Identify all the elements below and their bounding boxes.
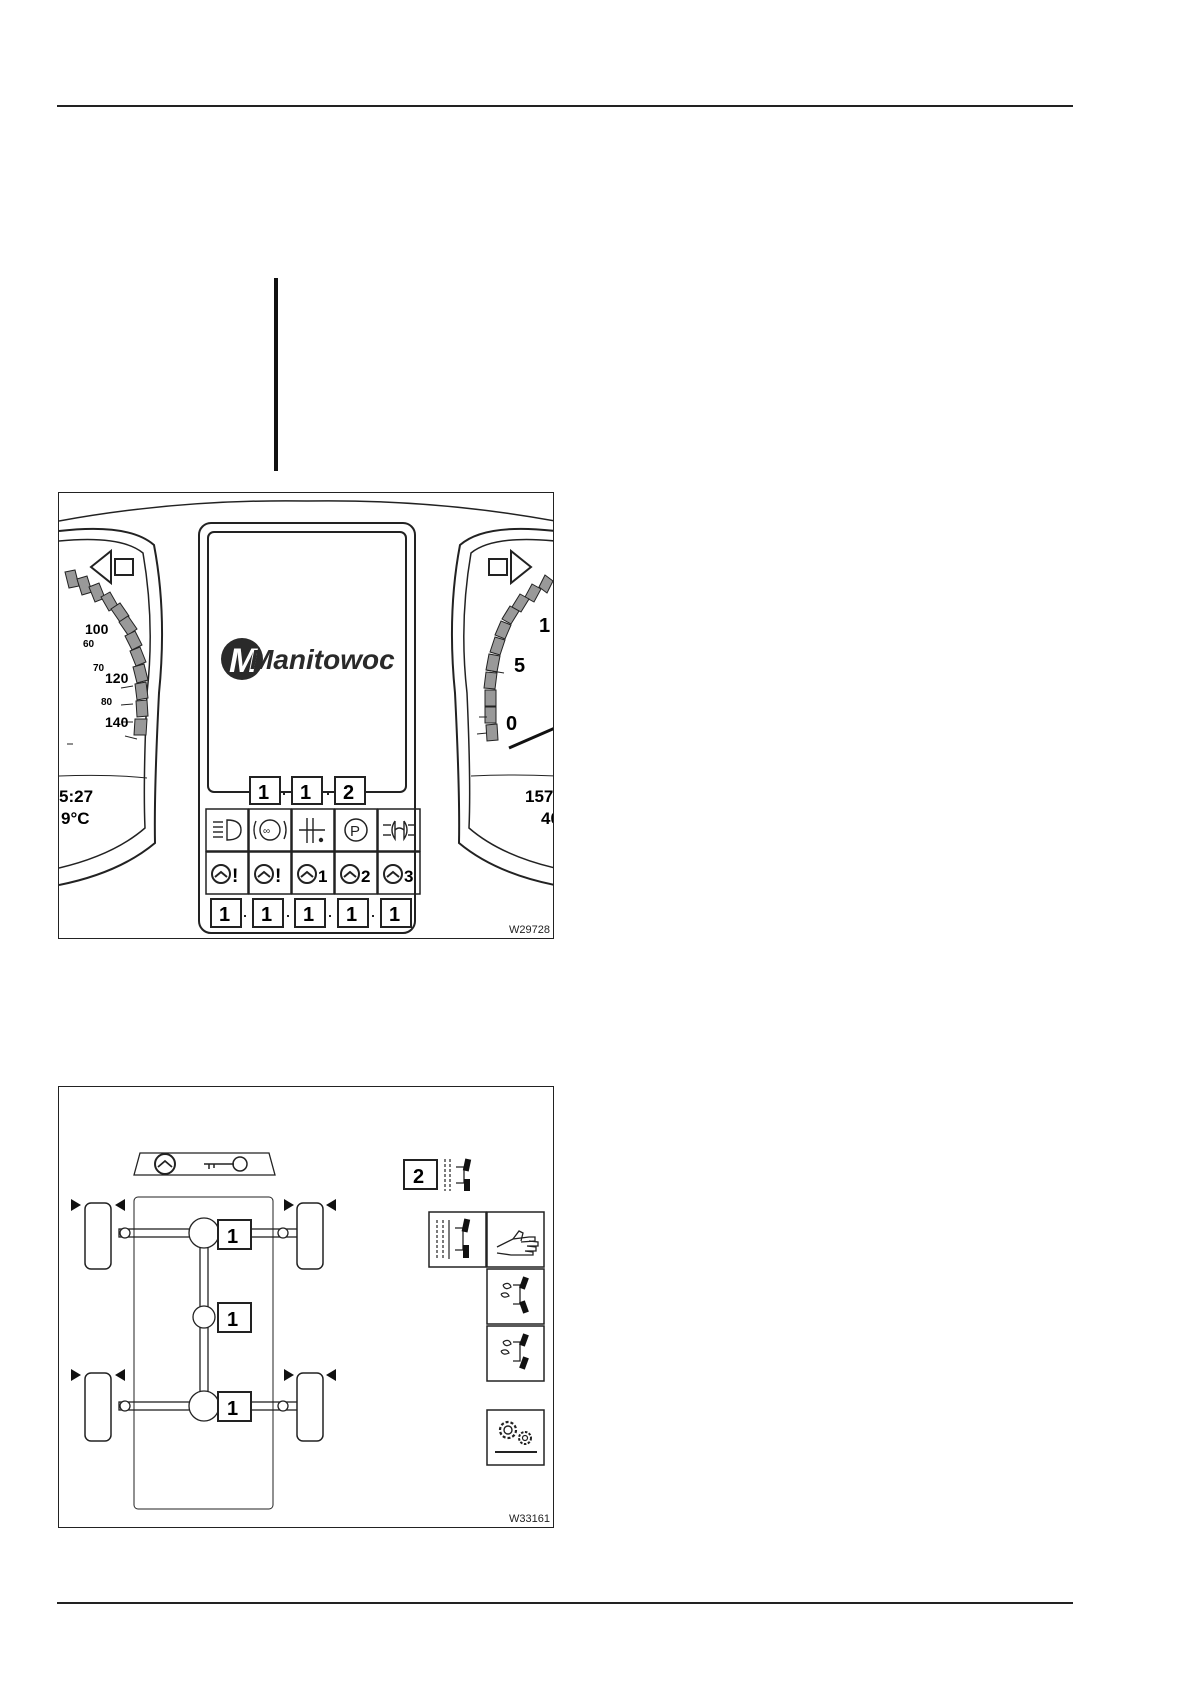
callout-1: 1 (346, 904, 357, 926)
speed-label-120: 120 (105, 670, 129, 686)
figure-code: W29728 (509, 924, 550, 936)
svg-text:!: ! (275, 866, 281, 887)
svg-text:P: P (350, 823, 360, 840)
steering-circuit-1-icon: 1 (298, 865, 327, 886)
steering-mode-icon-1 (487, 1269, 544, 1324)
cab-outline (134, 1153, 275, 1175)
svg-text:∞: ∞ (263, 826, 270, 837)
callout-row-bottom: 1 1 1 1 1 (211, 899, 411, 927)
retarder-icon (299, 818, 325, 843)
steering-warning-icon-2: ! (255, 865, 281, 887)
change-bar (274, 278, 278, 471)
temperature-partial: 9°C (61, 809, 90, 828)
manual-mode-hand-icon (487, 1212, 544, 1267)
odometer-partial: 157 (525, 787, 553, 806)
svg-text:1: 1 (318, 867, 327, 886)
differential-lock-button (429, 1212, 486, 1267)
clock-partial: 5:27 (59, 787, 93, 806)
header-rule (57, 105, 1073, 107)
speed-label-140: 140 (105, 714, 129, 730)
callout-1: 1 (303, 904, 314, 926)
callout-1: 1 (258, 782, 269, 804)
tacho-label-0: 0 (506, 713, 517, 735)
callout-1: 1 (300, 782, 311, 804)
odometer-line2-partial: 40 (541, 809, 554, 828)
figure-code: W33161 (509, 1513, 550, 1525)
svg-text:!: ! (232, 866, 238, 887)
speed-label-70: 70 (93, 663, 105, 674)
instrument-cluster-figure: 60 70 80 100 120 140 5:27 9°C (58, 492, 554, 939)
instrument-cluster-drawing: 60 70 80 100 120 140 5:27 9°C (59, 493, 554, 939)
steering-circuit-3-icon: 3 (384, 865, 413, 886)
brake-warning-icon: ∞ (254, 820, 286, 840)
high-beam-icon (213, 820, 241, 840)
settings-gear-icon (487, 1410, 544, 1465)
tacho-label-10-partial: 1 (539, 615, 550, 637)
legend-callout-2: 2 (404, 1159, 471, 1191)
speed-label-80: 80 (101, 697, 113, 708)
svg-text:2: 2 (361, 867, 370, 886)
footer-rule (57, 1602, 1073, 1604)
callout-1: 1 (389, 904, 400, 926)
steering-warning-icon-1: ! (212, 865, 238, 887)
axle-callouts: 1 1 1 (218, 1220, 251, 1421)
speed-label-60: 60 (83, 639, 95, 650)
steering-circuit-2-icon: 2 (341, 865, 370, 886)
manitowoc-logo: M Manitowoc (221, 638, 395, 680)
callout-1: 1 (227, 1309, 238, 1331)
steering-mode-icon-2 (487, 1326, 544, 1381)
callout-1: 1 (227, 1226, 238, 1248)
tacho-label-5: 5 (514, 655, 525, 677)
callout-2: 2 (343, 782, 354, 804)
differential-lock-figure: 1 1 1 2 (58, 1086, 554, 1528)
left-turn-indicator-icon (91, 551, 133, 583)
svg-text:Manitowoc: Manitowoc (250, 644, 395, 675)
speed-label-100: 100 (85, 621, 109, 637)
callout-1: 1 (219, 904, 230, 926)
differential-lock-drawing: 1 1 1 2 (59, 1087, 554, 1528)
svg-text:3: 3 (404, 867, 413, 886)
callout-1: 1 (261, 904, 272, 926)
svg-text:2: 2 (413, 1166, 424, 1188)
parking-brake-icon: P (345, 819, 367, 841)
fog-light-icon (383, 821, 416, 839)
driveline (119, 1218, 299, 1421)
right-turn-indicator-icon (489, 551, 531, 583)
callout-1: 1 (227, 1398, 238, 1420)
callout-row-top: 1 1 2 (250, 777, 365, 804)
